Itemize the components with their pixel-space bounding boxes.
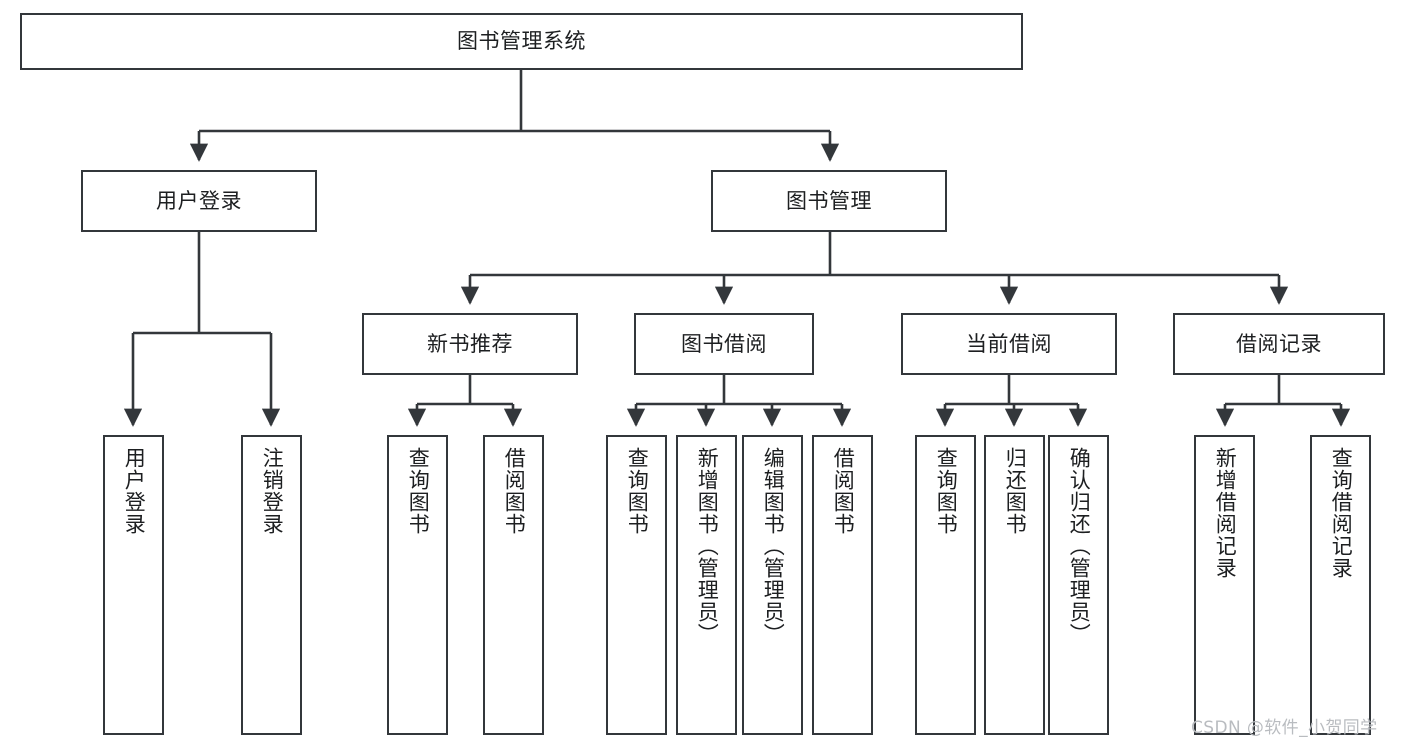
- node-user-login[interactable]: 用户登录: [81, 170, 317, 232]
- node-label: 确认归还（管理员）: [1067, 447, 1092, 645]
- node-label: 查询图书: [934, 447, 959, 535]
- leaf-borrow-book-recommend[interactable]: 借阅图书: [483, 435, 544, 735]
- node-label: 新增借阅记录: [1213, 447, 1238, 579]
- leaf-confirm-return[interactable]: 确认归还（管理员）: [1048, 435, 1109, 735]
- node-label: 当前借阅: [966, 331, 1052, 356]
- leaf-borrow-book[interactable]: 借阅图书: [812, 435, 873, 735]
- node-book-borrow[interactable]: 图书借阅: [634, 313, 814, 375]
- node-label: 借阅图书: [502, 447, 527, 535]
- node-label: 新书推荐: [427, 331, 513, 356]
- leaf-edit-book[interactable]: 编辑图书（管理员）: [742, 435, 803, 735]
- node-label: 归还图书: [1003, 447, 1028, 535]
- leaf-return-book[interactable]: 归还图书: [984, 435, 1045, 735]
- node-label: 图书管理: [786, 188, 872, 213]
- csdn-watermark: CSDN @软件_小贺同学: [1191, 718, 1378, 738]
- node-label: 查询图书: [406, 447, 431, 535]
- node-label: 用户登录: [122, 447, 147, 535]
- node-label: 查询图书: [625, 447, 650, 535]
- node-label: 用户登录: [156, 188, 242, 213]
- node-borrow-record[interactable]: 借阅记录: [1173, 313, 1385, 375]
- node-label: 编辑图书（管理员）: [761, 447, 786, 645]
- leaf-query-book-recommend[interactable]: 查询图书: [387, 435, 448, 735]
- node-label: 借阅记录: [1236, 331, 1322, 356]
- node-label: 图书管理系统: [457, 29, 586, 54]
- leaf-add-borrow-record[interactable]: 新增借阅记录: [1194, 435, 1255, 735]
- leaf-user-login[interactable]: 用户登录: [103, 435, 164, 735]
- node-label: 借阅图书: [831, 447, 856, 535]
- node-label: 新增图书（管理员）: [695, 447, 720, 645]
- node-new-book-recommend[interactable]: 新书推荐: [362, 313, 578, 375]
- leaf-query-book-borrow[interactable]: 查询图书: [606, 435, 667, 735]
- leaf-add-book[interactable]: 新增图书（管理员）: [676, 435, 737, 735]
- node-label: 查询借阅记录: [1329, 447, 1354, 579]
- node-current-borrow[interactable]: 当前借阅: [901, 313, 1117, 375]
- leaf-logout-login[interactable]: 注销登录: [241, 435, 302, 735]
- node-book-management[interactable]: 图书管理: [711, 170, 947, 232]
- node-root-book-management-system[interactable]: 图书管理系统: [20, 13, 1023, 70]
- node-label: 注销登录: [260, 447, 285, 535]
- node-label: 图书借阅: [681, 331, 767, 356]
- leaf-query-borrow-record[interactable]: 查询借阅记录: [1310, 435, 1371, 735]
- leaf-query-book-current[interactable]: 查询图书: [915, 435, 976, 735]
